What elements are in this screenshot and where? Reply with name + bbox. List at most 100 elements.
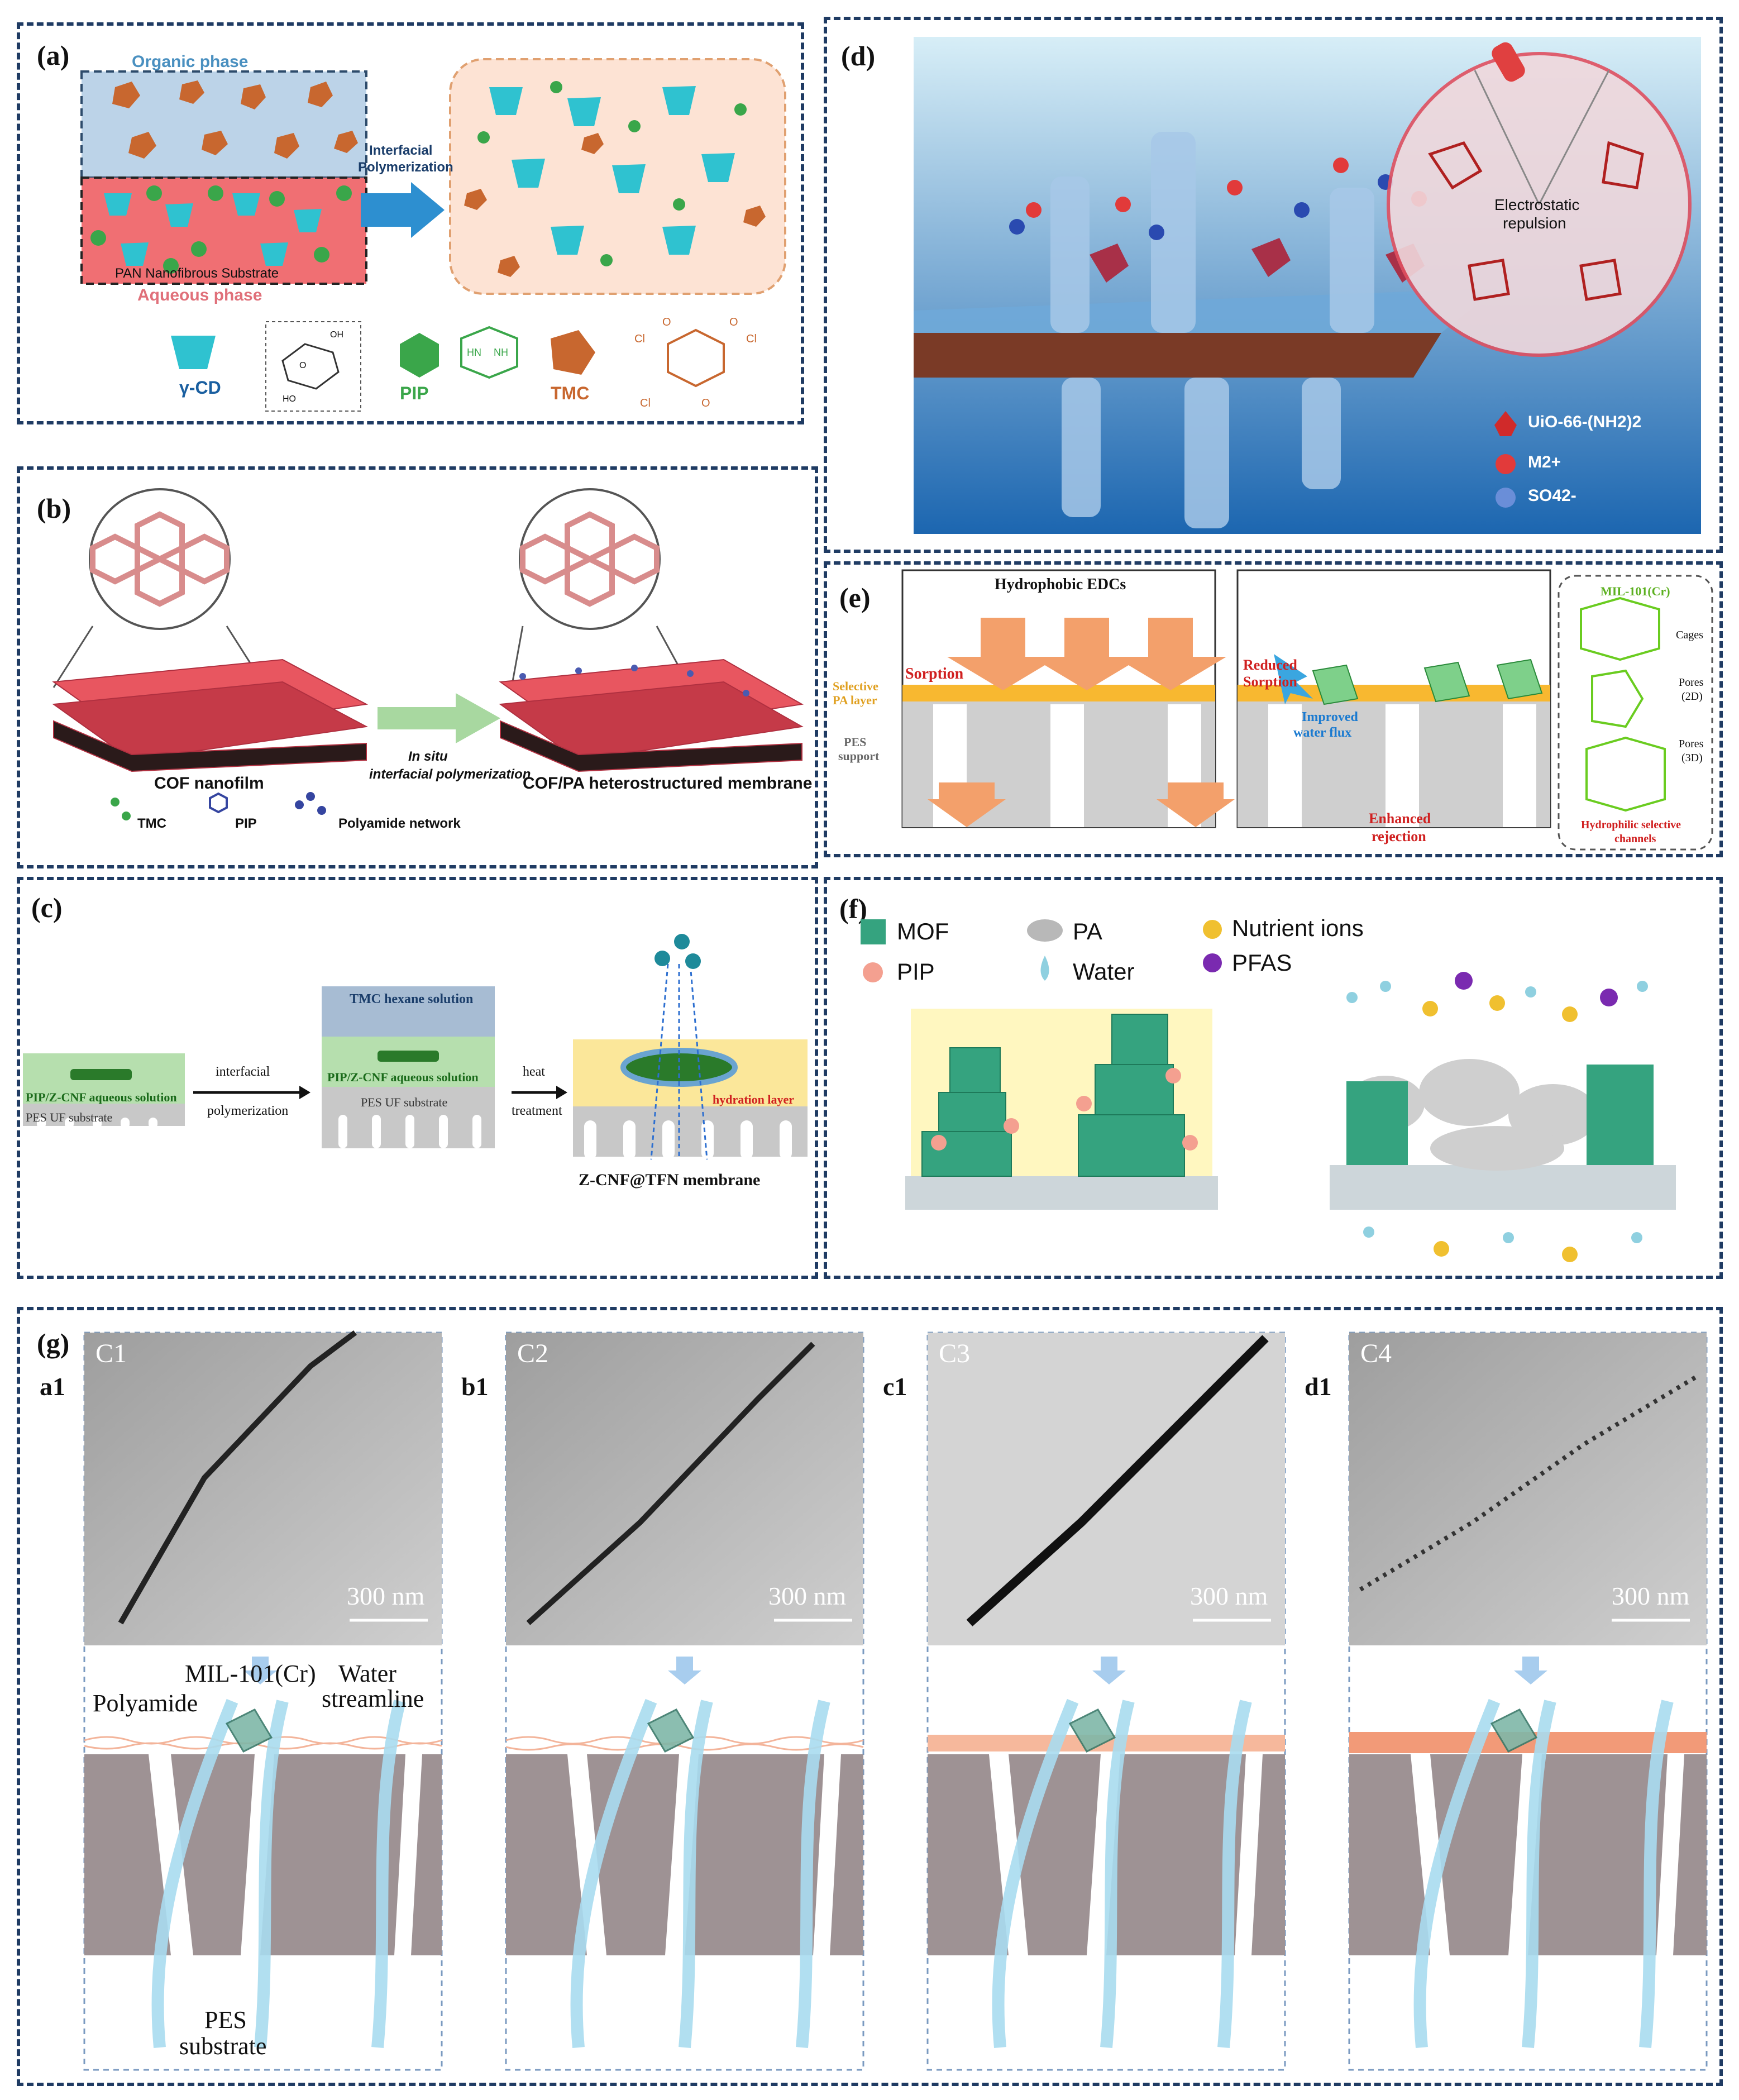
channels-2: channels xyxy=(1614,833,1656,845)
legend-pfas: PFAS xyxy=(1232,949,1292,976)
legend-b-pa: Polyamide network xyxy=(338,816,461,831)
hydration-label: hydration layer xyxy=(713,1092,795,1106)
legend-cd-oh: OH xyxy=(330,330,343,340)
water-2: streamline xyxy=(322,1685,424,1712)
pes-e-2: support xyxy=(838,749,880,763)
column-1 xyxy=(83,1330,443,2071)
scale-4: 300 nm xyxy=(1612,1582,1690,1610)
cof-nanofilm-label: COF nanofilm xyxy=(154,774,264,793)
pores3d-1: Pores xyxy=(1679,738,1704,750)
cages-label: Cages xyxy=(1676,629,1703,641)
panel-e-graphic xyxy=(901,569,1713,851)
solution-label: PIP/Z-CNF aqueous solution xyxy=(26,1090,177,1104)
legend-cd-ho: HO xyxy=(283,394,296,404)
col-tag-2: b1 xyxy=(461,1372,489,1401)
aqueous-phase-label: Aqueous phase xyxy=(137,286,262,304)
legend-pa: PA xyxy=(1073,918,1102,944)
mil-g-label: MIL-101(Cr) xyxy=(185,1660,316,1687)
legend-uio: UiO-66-(NH2)2 xyxy=(1528,413,1642,431)
ip-c-2: polymerization xyxy=(207,1104,289,1118)
col-code-1: C1 xyxy=(95,1339,127,1368)
membrane-label: COF/PA heterostructured membrane xyxy=(523,774,813,793)
panel-c: (c) PIP/Z-CNF aqueous solution PES UF su… xyxy=(17,877,818,1279)
enhanced-1: Enhanced xyxy=(1369,810,1431,827)
legend-b-tmc: TMC xyxy=(137,816,166,831)
column-3 xyxy=(926,1331,1286,2071)
improved-1: Improved xyxy=(1302,710,1358,724)
reduced-2: Sorption xyxy=(1243,674,1297,690)
legend-cd-o: O xyxy=(299,361,307,370)
ip-label: interfacial polymerization xyxy=(369,767,531,782)
legend-tmc-o-1: O xyxy=(662,316,671,328)
col-code-3: C3 xyxy=(939,1339,971,1368)
panel-b-graphic xyxy=(52,488,804,820)
panel-g-graphic xyxy=(83,1330,1708,2071)
substrate-2-label: PES UF substrate xyxy=(361,1095,448,1109)
pores2d-2: (2D) xyxy=(1681,690,1703,703)
arrow-label-1: Interfacial xyxy=(369,143,433,158)
panel-e: (e) Hydrophobic EDCs Sorption Selective … xyxy=(824,561,1723,857)
legend-pip-hn: HN xyxy=(467,347,481,358)
legend-nutrient-swatch xyxy=(1203,920,1222,939)
legend-pip-f: PIP xyxy=(897,958,935,985)
legend-mof-swatch xyxy=(861,919,886,944)
repulsion-1: Electrostatic xyxy=(1494,196,1580,213)
improved-2: water flux xyxy=(1293,726,1352,740)
panel-a-graphic xyxy=(80,58,786,412)
enhanced-2: rejection xyxy=(1372,828,1426,844)
pores3d-2: (3D) xyxy=(1681,752,1703,764)
legend-tmc: TMC xyxy=(551,383,590,403)
legend-pip-swatch xyxy=(863,962,883,982)
solution-2-label: PIP/Z-CNF aqueous solution xyxy=(327,1070,479,1084)
panel-d-graphic xyxy=(914,37,1701,534)
water-1: Water xyxy=(338,1660,396,1687)
legend-water-swatch xyxy=(1040,956,1049,981)
pes-g-1: PES xyxy=(204,2006,247,2034)
legend-so4: SO42- xyxy=(1528,486,1576,505)
panel-f-graphic xyxy=(861,919,1676,1262)
col-tag-3: c1 xyxy=(883,1372,907,1401)
membrane-c-label: Z-CNF@TFN membrane xyxy=(579,1171,761,1189)
panel-f: (f) MOF PIP PA Water Nutrient ions PFAS xyxy=(824,877,1723,1279)
selective-1: Selective xyxy=(833,679,878,693)
scale-1: 300 nm xyxy=(347,1582,425,1610)
pes-g-2: substrate xyxy=(179,2032,267,2060)
col-code-4: C4 xyxy=(1360,1339,1392,1368)
polyamide-label: Polyamide xyxy=(93,1689,198,1717)
panel-a: (a) xyxy=(17,22,804,424)
panel-label-d: (d) xyxy=(841,40,876,71)
ip-arrow xyxy=(361,182,445,238)
cd-molecules xyxy=(104,193,322,266)
panel-label-b: (b) xyxy=(37,493,71,524)
legend-pa-swatch xyxy=(1027,919,1063,942)
panel-d: (d) Electrostatic repulsion UiO-66-(NH2)… xyxy=(824,17,1723,553)
mil-e-label: MIL-101(Cr) xyxy=(1601,584,1670,598)
pes-e-1: PES xyxy=(844,735,867,749)
legend-cd: γ-CD xyxy=(179,378,221,398)
sorption-label: Sorption xyxy=(905,665,964,682)
legend-tmc-cl-2: Cl xyxy=(746,333,757,345)
col-tag-4: d1 xyxy=(1305,1372,1332,1401)
panel-g: (g) xyxy=(17,1307,1723,2086)
arrow-label-2: Polymerization xyxy=(358,160,453,175)
channels-1: Hydrophilic selective xyxy=(1581,819,1681,831)
panel-c-graphic xyxy=(23,934,808,1160)
column-2 xyxy=(505,1331,864,2071)
substrate-label: PAN Nanofibrous Substrate xyxy=(115,266,279,281)
legend-mof: MOF xyxy=(897,918,949,944)
legend-tmc-o-3: O xyxy=(701,397,710,409)
scale-3: 300 nm xyxy=(1190,1582,1268,1610)
panel-label-f: (f) xyxy=(839,893,867,924)
panel-label-c: (c) xyxy=(31,892,63,923)
col-code-2: C2 xyxy=(517,1339,549,1368)
legend-pip: PIP xyxy=(400,383,429,403)
legend-tmc-o-2: O xyxy=(729,316,738,328)
column-4 xyxy=(1348,1331,1708,2071)
organic-phase-label: Organic phase xyxy=(132,52,249,71)
legend-tmc-cl-3: Cl xyxy=(640,397,651,409)
legend-b-pip: PIP xyxy=(235,816,257,831)
pores2d-1: Pores xyxy=(1679,676,1704,689)
pip-molecules xyxy=(90,185,352,274)
legend-pfas-swatch xyxy=(1203,953,1222,972)
repulsion-2: repulsion xyxy=(1503,214,1566,232)
